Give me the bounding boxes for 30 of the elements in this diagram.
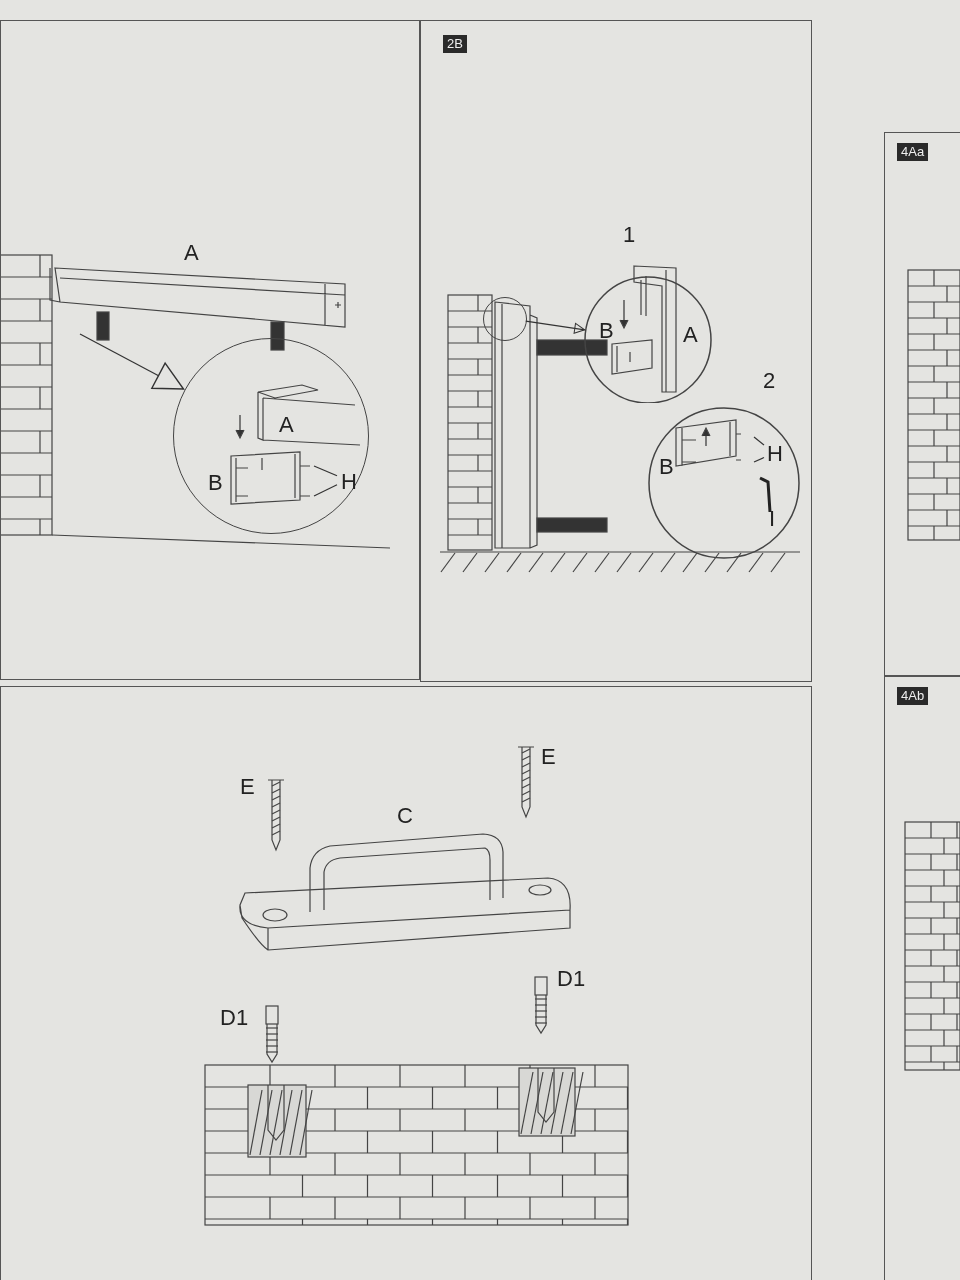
leader-line [313,484,338,497]
pointer-arrow [79,333,185,390]
part-letter: C [397,804,413,828]
part-letter: H [339,469,359,495]
instruction-panel [0,686,812,1280]
part-letter: E [240,775,255,799]
part-letter: B [659,455,674,479]
step-badge: 4Ab [897,687,929,705]
part-letter: A [683,323,698,347]
part-letter: A [279,413,294,437]
step-badge: 2B [443,35,467,53]
step-number: 2 [763,369,776,393]
part-letter: A [184,241,199,265]
instruction-panel [420,20,812,682]
leader-line [753,456,765,463]
instruction-panel [0,20,420,680]
instruction-panel [884,676,960,1280]
part-letter: D1 [557,967,586,991]
leader-line [313,465,338,477]
pointer-arrow [525,320,586,334]
part-letter: B [599,319,614,343]
step-badge: 4Aa [897,143,929,161]
part-letter: E [541,745,556,769]
part-letter: D1 [220,1006,249,1030]
part-letter: H [765,441,785,467]
leader-line [753,436,765,446]
instruction-panel [884,132,960,676]
part-letter: I [769,507,776,531]
step-number: 1 [623,223,636,247]
part-letter: B [208,471,223,495]
